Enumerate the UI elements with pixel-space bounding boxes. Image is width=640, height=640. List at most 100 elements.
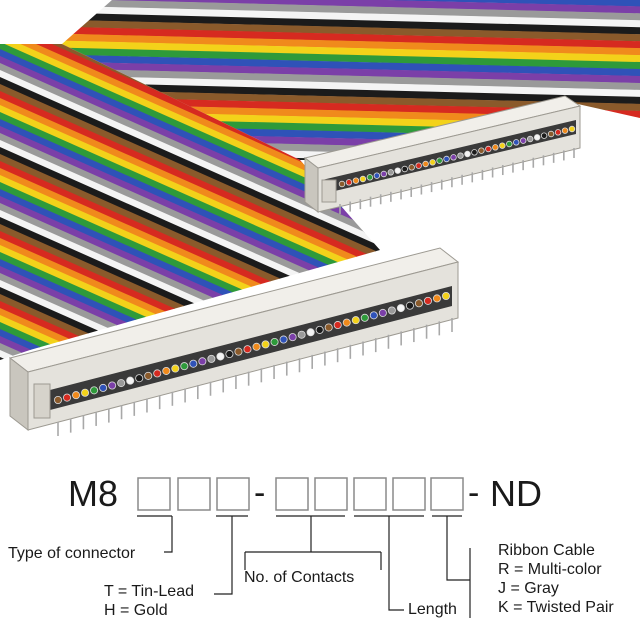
label-plating-gold: H = Gold [104,602,168,619]
wire-stripe [62,0,640,23]
wire-end-dot [306,328,315,337]
wire-end-dot [485,145,492,153]
wire-end-dot [126,376,135,385]
wire-end-dot [216,352,225,361]
label-ribbon-j: J = Gray [498,580,559,597]
wire-stripe [0,44,380,281]
wire-end-dot [432,294,441,303]
wire-end-dot [333,321,342,330]
wire-end-dot [478,147,485,154]
callout-labels: Type of connector T = Tin-Lead H = Gold … [8,542,614,619]
wire-end-dot [270,337,279,346]
wire-stripe [0,44,380,309]
part-number-code: M8 - - ND [68,473,542,514]
code-prefix: M8 [68,473,118,514]
wire-end-dot [554,129,562,136]
wire-stripe [0,44,380,330]
wire-end-dot [117,379,126,388]
wire-end-dot [171,364,180,373]
wire-stripe [62,0,640,16]
wire-end-dot [54,395,63,404]
wire-stripe [0,93,380,360]
wire-stripe [0,44,380,288]
wire-end-dot [492,144,499,151]
wire-end-dot [72,391,81,400]
wire-end-dot [540,132,548,139]
wire-end-dot [422,160,429,168]
wire-stripe [62,37,640,65]
wire-stripe [0,44,380,360]
wire-end-dot [568,125,576,133]
wire-end-dot [506,140,513,148]
wire-end-dot [225,350,234,359]
wire-end-dot [108,381,117,390]
wire-end-dot [135,374,144,383]
back-connector-icon [303,95,582,214]
code-box-7 [392,477,426,511]
wire-end-dot [351,316,360,325]
wire-stripe [0,44,380,360]
wire-stripe [0,107,380,360]
wire-end-dot [261,340,270,349]
wire-stripe [0,72,380,360]
label-ribbon-title: Ribbon Cable [498,542,595,559]
wire-end-dot [369,311,378,320]
wire-end-dot [63,393,72,402]
wire-end-dot [352,177,360,184]
wire-end-dot [342,318,351,327]
wire-stripe [0,44,380,302]
wire-stripe [0,44,380,295]
wire-stripe [0,58,380,360]
wire-stripe [0,44,380,316]
wire-stripe [0,114,380,360]
callout-lines [137,515,471,618]
wire-stripe [0,65,380,360]
wire-end-dot [378,308,387,317]
wire-end-dot [81,388,90,397]
wire-end-dot [162,366,171,375]
wire-stripe [62,0,640,9]
code-box-2 [177,477,211,511]
wire-stripe [0,44,380,358]
wire-stripe [62,9,640,37]
wire-end-dot [153,369,162,378]
wire-end-dot [464,150,471,158]
wire-stripe [0,142,380,360]
code-dash-1: - [254,474,265,512]
wire-end-dot [252,342,261,351]
wire-end-dot [520,137,527,144]
wire-stripe [0,44,380,274]
wire-stripe [0,128,380,360]
wire-end-dot [394,167,401,174]
wire-end-dot [414,299,423,308]
code-box-3 [216,477,250,511]
wire-end-dot [436,157,443,164]
label-ribbon-k: K = Twisted Pair [498,599,614,616]
wire-end-dot [499,142,506,149]
wire-end-dot [243,345,252,354]
label-contacts: No. of Contacts [244,569,354,586]
wire-stripe [0,121,380,360]
wire-end-dot [471,149,478,156]
wire-end-dot [513,139,520,146]
wire-stripe [0,135,380,360]
code-box-1 [137,477,171,511]
wire-end-dot [99,383,108,392]
wire-end-dot [324,323,333,332]
code-box-5 [314,477,348,511]
label-plating-tin: T = Tin-Lead [104,583,194,600]
wire-end-dot [288,333,297,342]
wire-end-dot [189,359,198,368]
wire-end-dot [441,291,450,300]
label-length: Length [408,601,457,618]
wire-stripe [0,44,380,260]
wire-end-dot [396,304,405,313]
wire-end-dot [180,362,189,371]
wire-stripe [0,44,380,344]
wire-end-dot [387,169,394,176]
wire-end-dot [144,371,153,380]
wire-end-dot [345,179,353,186]
wire-end-dot [297,330,306,339]
wire-stripe [0,44,380,351]
